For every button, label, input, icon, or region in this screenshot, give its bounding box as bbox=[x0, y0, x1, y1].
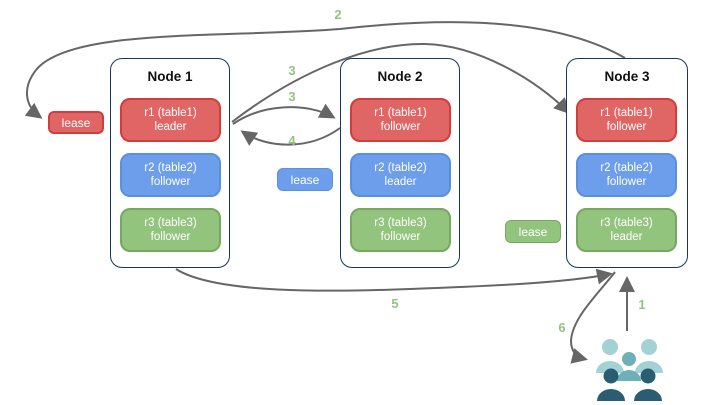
node1-r1-leader: r1 (table1) leader bbox=[120, 98, 221, 142]
arrow-step-5-node1-to-node3 bbox=[175, 268, 613, 292]
step-label-4: 4 bbox=[288, 133, 296, 148]
node2-r1-follower: r1 (table1) follower bbox=[350, 98, 451, 142]
node-1: Node 1 r1 (table1) leader r2 (table2) fo… bbox=[110, 58, 230, 268]
replica-name: r3 (table3) bbox=[374, 216, 427, 229]
replica-name: r1 (table1) bbox=[144, 106, 197, 119]
node-2: Node 2 r1 (table1) follower r2 (table2) … bbox=[340, 58, 460, 268]
node-3: Node 3 r1 (table1) follower r2 (table2) … bbox=[566, 58, 688, 268]
step-label-3b: 3 bbox=[288, 89, 296, 104]
lease-badge-r1: lease bbox=[48, 111, 104, 134]
replica-role: follower bbox=[606, 176, 647, 188]
step-label-5: 5 bbox=[391, 296, 399, 311]
arrow-step-3-node1-to-node2 bbox=[232, 103, 336, 125]
replica-name: r2 (table2) bbox=[600, 161, 653, 174]
replica-name: r1 (table1) bbox=[374, 106, 427, 119]
replica-role: follower bbox=[150, 176, 191, 188]
node3-r1-follower: r1 (table1) follower bbox=[576, 98, 677, 142]
replica-name: r1 (table1) bbox=[600, 106, 653, 119]
node-2-title: Node 2 bbox=[377, 69, 423, 84]
node2-r3-follower: r3 (table3) follower bbox=[350, 208, 451, 252]
node3-r2-follower: r2 (table2) follower bbox=[576, 153, 677, 197]
lease-badge-r3: lease bbox=[505, 220, 561, 243]
replica-role: follower bbox=[606, 121, 647, 133]
node-1-title: Node 1 bbox=[147, 69, 193, 84]
step-label-2: 2 bbox=[334, 7, 342, 22]
replica-role: leader bbox=[384, 176, 417, 188]
users-group-icon bbox=[596, 339, 663, 401]
replica-role: follower bbox=[380, 231, 421, 243]
step-label-6: 6 bbox=[558, 320, 566, 335]
replica-role: leader bbox=[610, 231, 643, 243]
lease-badge-r2: lease bbox=[277, 168, 333, 191]
replica-role: leader bbox=[154, 121, 187, 133]
step-label-1: 1 bbox=[638, 297, 646, 312]
node2-r2-leader: r2 (table2) leader bbox=[350, 153, 451, 197]
replica-role: follower bbox=[150, 231, 191, 243]
node-3-title: Node 3 bbox=[604, 69, 650, 84]
replica-name: r2 (table2) bbox=[374, 161, 427, 174]
arrow-step-6-node3-to-users bbox=[569, 271, 616, 364]
step-label-3a: 3 bbox=[288, 63, 296, 78]
replica-name: r3 (table3) bbox=[600, 216, 653, 229]
node3-r3-leader: r3 (table3) leader bbox=[576, 208, 677, 252]
replica-role: follower bbox=[380, 121, 421, 133]
node1-r3-follower: r3 (table3) follower bbox=[120, 208, 221, 252]
replica-name: r2 (table2) bbox=[144, 161, 197, 174]
node1-r2-follower: r2 (table2) follower bbox=[120, 153, 221, 197]
replica-name: r3 (table3) bbox=[144, 216, 197, 229]
